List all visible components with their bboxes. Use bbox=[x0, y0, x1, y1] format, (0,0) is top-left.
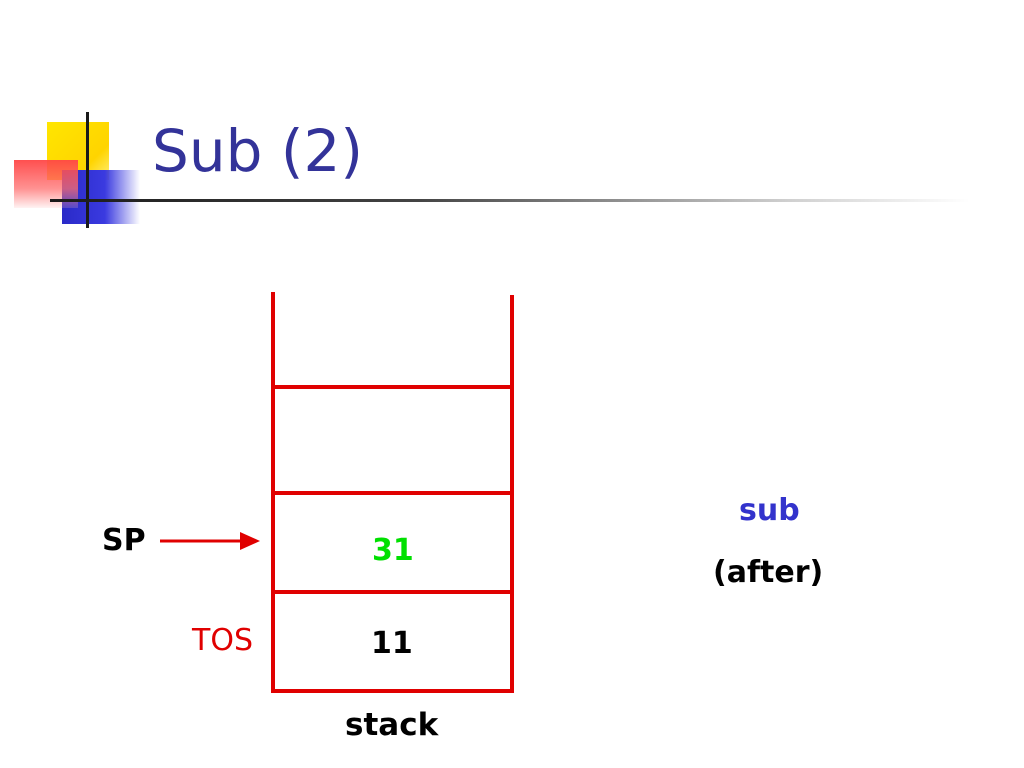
ornament-vertical-line bbox=[86, 112, 89, 228]
slide-title: Sub (2) bbox=[152, 117, 363, 185]
stack-cell-value: 31 bbox=[372, 533, 414, 568]
operation-state-label: (after) bbox=[713, 555, 824, 590]
sp-arrow bbox=[160, 532, 260, 550]
sp-label: SP bbox=[102, 523, 146, 558]
stack-label: stack bbox=[345, 707, 439, 743]
stack-cell-value: 11 bbox=[371, 626, 413, 661]
operation-label: sub bbox=[739, 493, 800, 528]
tos-label: TOS bbox=[192, 623, 253, 658]
title-underline bbox=[50, 199, 970, 202]
